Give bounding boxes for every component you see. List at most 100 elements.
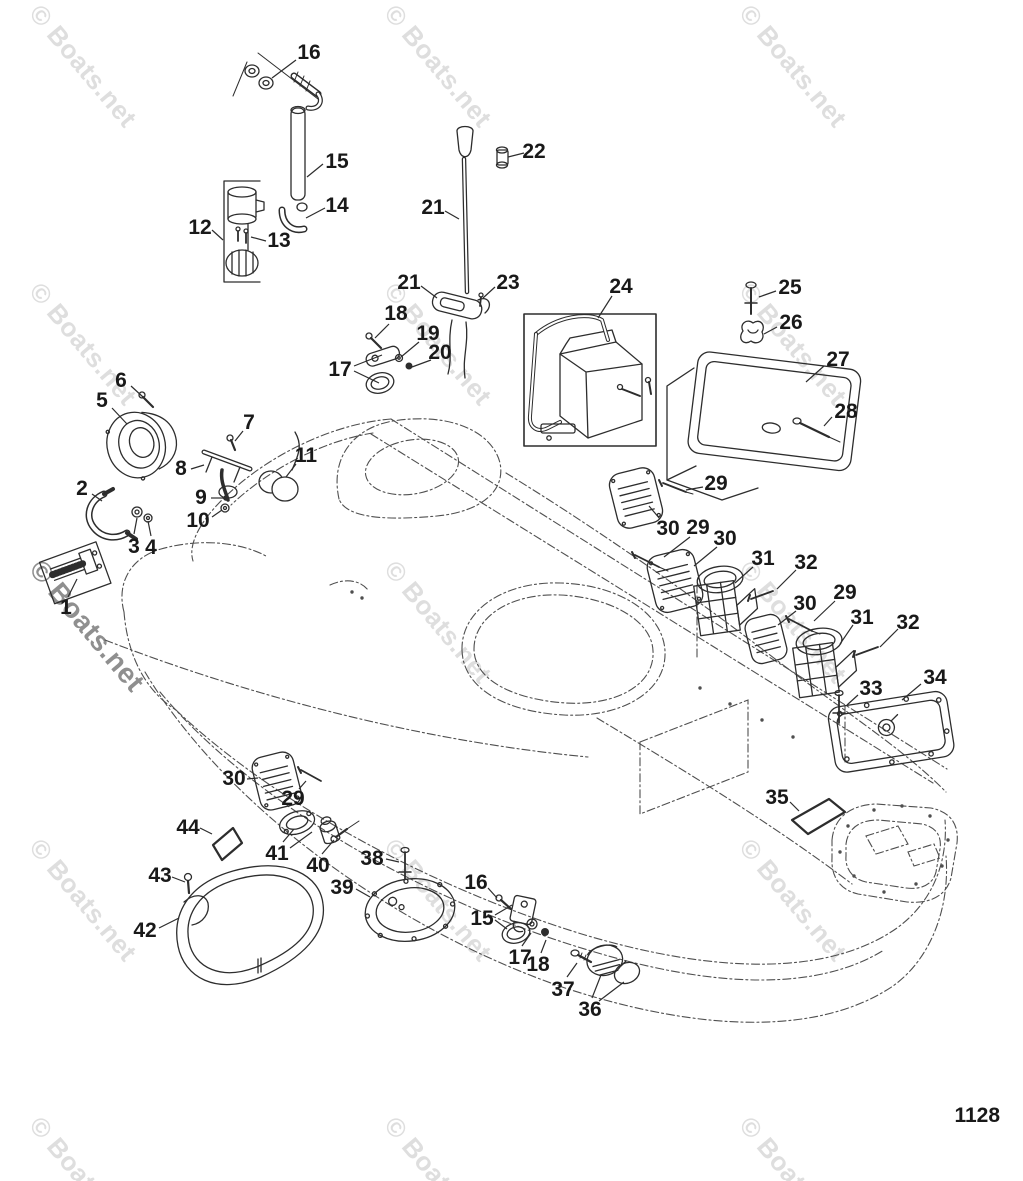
leader-line <box>805 365 825 383</box>
leader-line <box>130 385 144 398</box>
part-38-push-pin <box>398 846 412 880</box>
leader-line <box>663 536 691 558</box>
callout-number-32: 32 <box>896 611 919 634</box>
callout-number-22: 22 <box>522 140 545 163</box>
part-19-nut <box>394 353 404 363</box>
callout-number-23: 23 <box>496 271 519 294</box>
leader-line <box>494 919 508 930</box>
callout-number-40: 40 <box>306 854 329 877</box>
leader-line <box>487 887 498 899</box>
part-39-inspection-plate <box>364 878 456 942</box>
part-23-pin <box>478 292 484 307</box>
callout-number-19: 19 <box>416 322 439 345</box>
callout-number-26: 26 <box>779 311 802 334</box>
part-1-anchor-plate <box>38 541 112 605</box>
part-28-screw <box>792 417 841 443</box>
part-27-stowage-box <box>666 351 862 501</box>
leader-line <box>591 974 602 999</box>
callout-number-16: 16 <box>464 871 487 894</box>
leader-line <box>374 323 390 339</box>
watermark-text: © Boats.net <box>378 1111 498 1181</box>
watermark-text: © Boats.net <box>23 1111 143 1181</box>
part-30-vent-d <box>251 751 302 811</box>
watermark-text: © Boats.net <box>378 0 498 133</box>
leader-line <box>598 981 625 1002</box>
part-37-screw <box>570 949 593 964</box>
callout-number-38: 38 <box>360 847 384 870</box>
callout-number-32: 32 <box>794 551 817 574</box>
part-11-float <box>258 431 300 502</box>
leader-line <box>566 962 578 978</box>
leader-line <box>91 493 103 502</box>
leader-line <box>211 509 223 518</box>
part-10-nut <box>220 503 230 513</box>
leader-line <box>289 831 313 849</box>
page-number: 1128 <box>954 1104 1000 1127</box>
part-18-nut-b <box>541 928 549 936</box>
part-30-vent-b <box>646 548 704 614</box>
leader-line <box>306 163 324 178</box>
watermark-text: © Boats.net <box>733 833 853 967</box>
leader-line <box>298 780 307 790</box>
callout-number-33: 33 <box>859 677 882 700</box>
callout-number-31: 31 <box>751 547 775 570</box>
part-30-vent-c <box>744 613 788 665</box>
callout-number-6: 6 <box>115 369 127 392</box>
leader-line <box>823 416 833 427</box>
part-18-screw <box>365 332 383 350</box>
leader-line <box>282 828 295 843</box>
callout-number-1: 1 <box>60 596 72 619</box>
part-15-tube <box>290 105 306 201</box>
callout-number-12: 12 <box>188 216 211 239</box>
callout-number-15: 15 <box>325 150 349 173</box>
part-44-pad <box>211 826 244 862</box>
leader-line <box>758 290 777 298</box>
part-35-pad <box>790 797 847 836</box>
callout-number-2: 2 <box>76 477 88 500</box>
leader-line <box>353 354 383 367</box>
callout-number-39: 39 <box>330 876 353 899</box>
leader-line <box>353 370 380 384</box>
callout-number-5: 5 <box>96 389 108 412</box>
leader-line <box>482 286 496 299</box>
callout-number-42: 42 <box>133 919 156 942</box>
part-21-ladder-rod <box>456 125 474 295</box>
callout-number-30: 30 <box>793 592 816 615</box>
callout-number-24: 24 <box>609 275 633 298</box>
leader-line <box>839 624 854 645</box>
callout-number-27: 27 <box>826 348 849 371</box>
leader-line <box>190 464 205 470</box>
part-12-aerator-pump <box>223 180 265 283</box>
callout-number-37: 37 <box>551 978 574 1001</box>
callout-number-41: 41 <box>265 842 289 865</box>
part-16-fitting <box>232 52 323 111</box>
leader-line <box>355 888 371 898</box>
callout-number-9: 9 <box>195 486 207 509</box>
leader-line <box>879 628 899 648</box>
leader-line <box>158 917 180 929</box>
part-24-battery-box <box>523 313 657 447</box>
callout-number-29: 29 <box>281 787 304 810</box>
callout-number-11: 11 <box>295 444 318 467</box>
callout-number-7: 7 <box>243 411 255 434</box>
leader-line <box>199 827 213 835</box>
part-34-access-hatch <box>827 690 955 773</box>
part-25-push-pin <box>744 281 758 315</box>
callout-number-20: 20 <box>428 341 451 364</box>
leader-line <box>171 876 186 883</box>
callout-number-15: 15 <box>470 907 494 930</box>
callout-number-17: 17 <box>328 358 351 381</box>
part-16-screw-b <box>495 894 513 911</box>
part-17-lever-gasket <box>365 345 401 394</box>
callout-number-16: 16 <box>297 41 320 64</box>
leader-line <box>494 904 513 916</box>
callout-number-18: 18 <box>526 953 550 976</box>
part-2-handle <box>85 487 138 541</box>
leader-line <box>901 683 922 701</box>
part-26-clip <box>740 320 764 344</box>
part-15-latch-bracket <box>501 894 537 944</box>
watermark-text: © Boats.net <box>733 0 853 133</box>
leader-line <box>813 600 836 622</box>
